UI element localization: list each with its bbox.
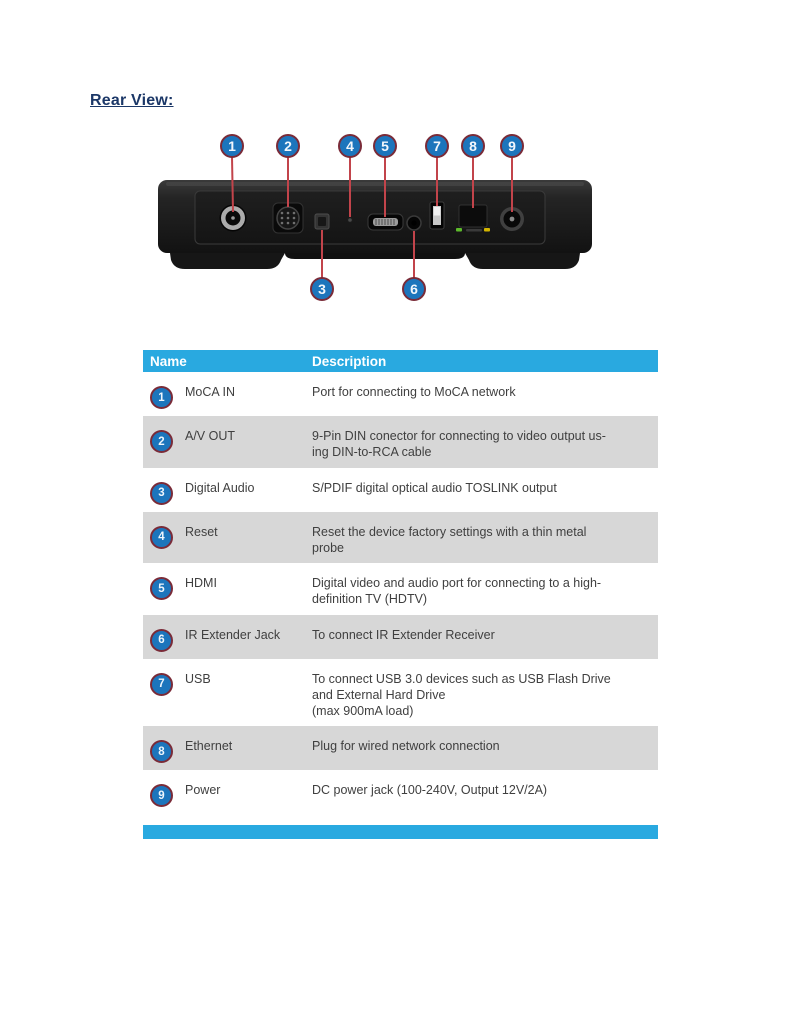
- port-description: To connect IR Extender Receiver: [312, 627, 495, 642]
- port-description: DC power jack (100-240V, Output 12V/2A): [312, 783, 548, 798]
- port-name: A/V OUT: [185, 429, 236, 443]
- table-row: 4 Reset Reset the device factory setting…: [143, 511, 658, 563]
- row-number-badge: 4: [150, 525, 173, 549]
- callout-1: 1: [220, 134, 244, 158]
- moca-port-pin: [231, 216, 235, 220]
- table-row: 7 USB To connect USB 3.0 devices such as…: [143, 658, 658, 727]
- callout-2-number: 2: [284, 138, 292, 154]
- callout-2: 2: [276, 134, 300, 158]
- ethernet-port: [458, 204, 488, 228]
- table-footer-bar: [143, 825, 658, 840]
- row-number-badge: 6: [150, 628, 173, 652]
- callout-6-number: 6: [410, 281, 418, 297]
- callout-6: 6: [402, 277, 426, 301]
- row-number-badge: 8: [150, 740, 173, 764]
- callout-7-number: 7: [433, 138, 441, 154]
- table-row: 2 A/V OUT 9-Pin DIN conector for connect…: [143, 416, 658, 468]
- table-row: 8 Ethernet Plug for wired network connec…: [143, 726, 658, 771]
- callout-5: 5: [373, 134, 397, 158]
- callout-4-number: 4: [346, 138, 354, 154]
- port-name: Reset: [185, 524, 218, 539]
- ports-table: Name Description 1 MoCA IN Port for conn…: [143, 350, 658, 840]
- callout-9-number: 9: [508, 138, 516, 154]
- callout-3-number: 3: [318, 281, 326, 297]
- port-description: Port for connecting to MoCA network: [312, 385, 516, 399]
- device-rear-figure: 1 2 4 5 7: [150, 128, 600, 308]
- row-number-badge: 1: [150, 386, 173, 409]
- row-number-badge: 7: [150, 672, 173, 696]
- table-row: 1 MoCA IN Port for connecting to MoCA ne…: [143, 372, 658, 416]
- port-name: IR Extender Jack: [185, 627, 281, 642]
- port-description: Plug for wired network connection: [312, 739, 500, 754]
- callout-4: 4: [338, 134, 362, 158]
- table-header: Name Description: [143, 350, 658, 372]
- device-right-foot: [465, 253, 580, 269]
- reset-hole: [347, 217, 353, 223]
- hdmi-port-pins: [375, 219, 395, 225]
- row-number-badge: 2: [150, 430, 173, 453]
- power-jack-pin: [509, 216, 515, 222]
- port-name: MoCA IN: [185, 385, 236, 399]
- leader-line-1: [231, 156, 234, 213]
- table-row: 9 Power DC power jack (100-240V, Output …: [143, 770, 658, 815]
- callout-8-number: 8: [469, 138, 477, 154]
- header-description: Description: [312, 353, 387, 369]
- row-number-badge: 9: [150, 784, 173, 808]
- table-row: 6 IR Extender Jack To connect IR Extende…: [143, 614, 658, 659]
- device-rear-svg: 1 2 4 5 7: [158, 134, 592, 301]
- row-number-badge: 5: [150, 577, 173, 600]
- table-row: 5 HDMI Digital video and audio port for …: [143, 563, 658, 615]
- row-number-badge: 3: [150, 481, 173, 505]
- ir-jack-hole: [411, 220, 417, 226]
- port-description: Digital video and audio port for connect…: [312, 576, 602, 607]
- port-name: Digital Audio: [185, 480, 255, 495]
- callout-8: 8: [461, 134, 485, 158]
- usb-port-tongue: [433, 207, 441, 216]
- port-name: USB: [185, 671, 211, 686]
- port-name: Ethernet: [185, 739, 233, 754]
- din-port-pins: [280, 211, 296, 225]
- port-name: Power: [185, 783, 221, 798]
- port-description: Reset the device factory settings with a…: [312, 524, 587, 555]
- device-bottom-recess: [285, 253, 465, 259]
- callout-1-number: 1: [228, 138, 236, 154]
- header-name: Name: [150, 353, 187, 369]
- callout-7: 7: [425, 134, 449, 158]
- toslink-port-inner: [318, 217, 326, 226]
- callout-3: 3: [310, 277, 334, 301]
- page-title: Rear View:: [90, 92, 174, 109]
- table-row: 3 Digital Audio S/PDIF digital optical a…: [143, 467, 658, 512]
- port-description: To connect USB 3.0 devices such as USB F…: [312, 671, 611, 719]
- callout-9: 9: [500, 134, 524, 158]
- ethernet-led-green: [456, 228, 462, 232]
- callout-5-number: 5: [381, 138, 389, 154]
- leader-lines: [231, 156, 513, 278]
- port-description: 9-Pin DIN conector for connecting to vid…: [312, 429, 606, 460]
- ethernet-label-strip: [466, 229, 482, 232]
- ethernet-led-amber: [484, 228, 490, 232]
- device-top-highlight: [166, 182, 584, 186]
- port-description: S/PDIF digital optical audio TOSLINK out…: [312, 480, 557, 495]
- device-left-foot: [170, 253, 285, 269]
- port-name: HDMI: [185, 576, 217, 590]
